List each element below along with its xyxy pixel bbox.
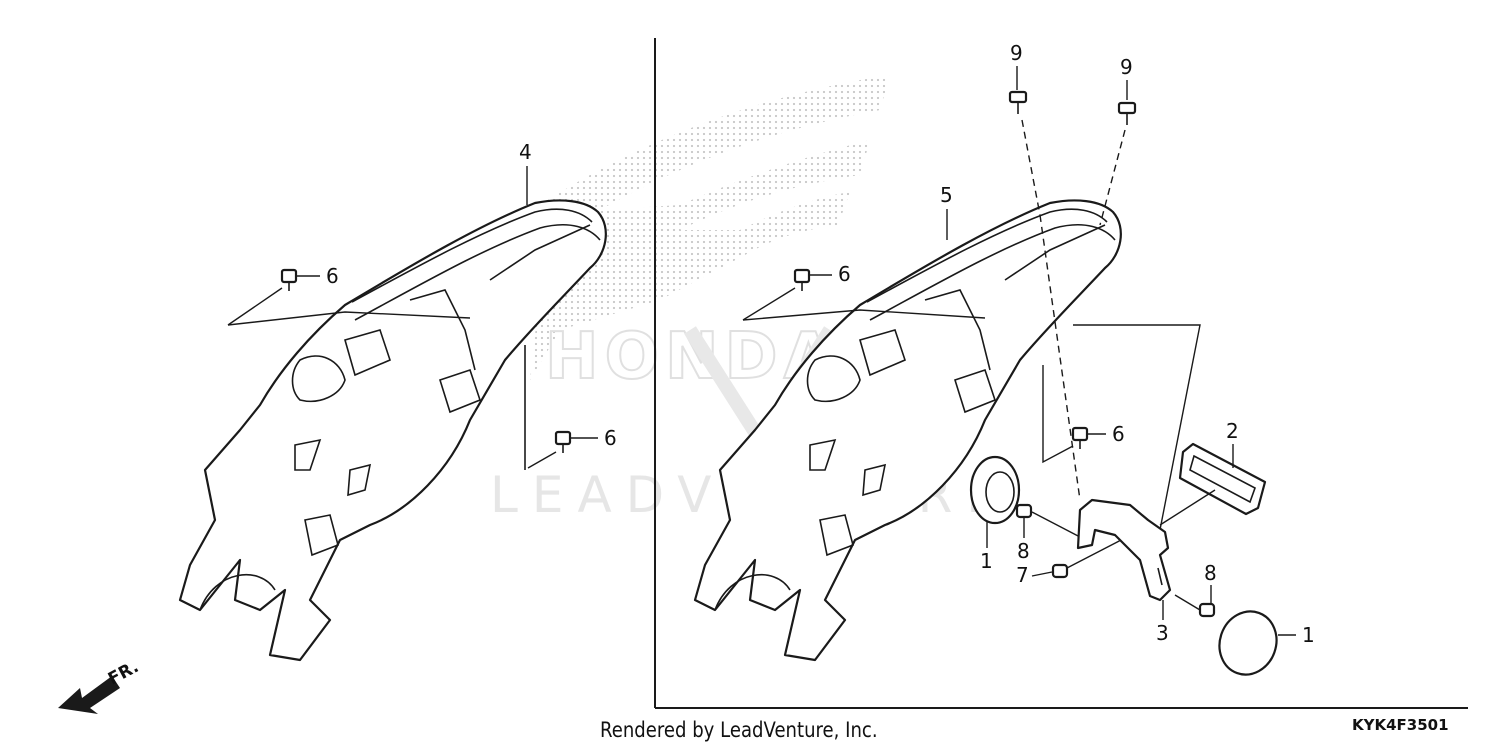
rendered-by-credit: Rendered by LeadVenture, Inc. <box>600 718 878 742</box>
callout-collar-right: 8 <box>1204 561 1217 585</box>
honda-wing-watermark <box>530 75 890 380</box>
reflector-round-right <box>1218 610 1278 676</box>
nut <box>1051 563 1069 579</box>
collar-left <box>1015 503 1033 519</box>
license-bracket <box>1076 498 1172 602</box>
right-rear-fender <box>693 199 1122 662</box>
collar-right <box>1198 602 1216 618</box>
left-rear-fender <box>178 199 607 662</box>
callout-left-bolt-upper: 6 <box>326 264 339 288</box>
callout-reflector-right: 1 <box>1302 623 1315 647</box>
callout-reflector-left: 1 <box>980 549 993 573</box>
screw-left <box>1008 90 1028 114</box>
callout-screw-a: 9 <box>1010 41 1023 65</box>
callout-right-bolt-upper: 6 <box>838 262 851 286</box>
callout-left-fender: 4 <box>519 140 532 164</box>
right-bolt-upper <box>793 268 811 291</box>
callout-right-bolt-lower: 6 <box>1112 422 1125 446</box>
screw-right <box>1117 101 1137 125</box>
diagram-code: KYK4F3501 <box>1352 716 1449 734</box>
callout-reflector-rect: 2 <box>1226 419 1239 443</box>
callout-screw-b: 9 <box>1120 55 1133 79</box>
front-direction-arrow: FR. <box>58 657 142 714</box>
callout-bracket: 3 <box>1156 621 1169 645</box>
left-bolt-lower <box>554 430 572 453</box>
left-bolt-upper <box>280 268 298 291</box>
callout-left-bolt-lower: 6 <box>604 426 617 450</box>
reflector-round-left <box>969 455 1021 525</box>
right-bolt-lower <box>1071 426 1089 449</box>
reflector-rectangular <box>1178 442 1267 516</box>
callout-collar-left: 8 <box>1017 539 1030 563</box>
callout-nut: 7 <box>1016 563 1029 587</box>
callout-right-fender: 5 <box>940 183 953 207</box>
